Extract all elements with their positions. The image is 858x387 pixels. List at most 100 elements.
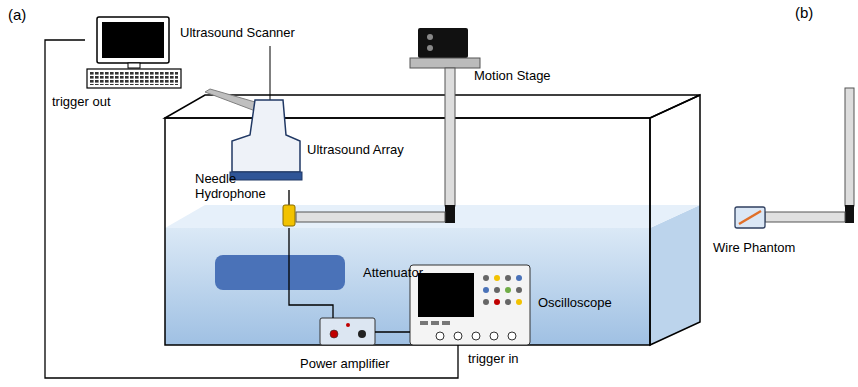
attenuator [215, 255, 345, 290]
oscilloscope-part [516, 287, 522, 293]
oscilloscope-part [472, 332, 480, 340]
equipment-label: Attenuator [363, 265, 423, 280]
signal-cable [289, 228, 333, 318]
oscilloscope-part [436, 332, 444, 340]
power-amplifier-part [320, 318, 375, 345]
panel-letter: (b) [795, 4, 813, 21]
signal-cable [375, 331, 410, 332]
power-amplifier [320, 318, 375, 345]
motion-stage-part [410, 58, 480, 68]
signal-cable [45, 40, 458, 378]
label-slot: trigger out [52, 93, 111, 110]
oscilloscope-part [505, 299, 511, 305]
attenuator-part [215, 255, 345, 290]
equipment-label: Wire Phantom [713, 240, 795, 255]
equipment-node: Motion Stage [410, 28, 480, 70]
ultrasound-probe-part [232, 100, 300, 172]
scanner-monitor-part [102, 22, 164, 58]
label-slot: Attenuator [363, 265, 423, 280]
wire-phantom-part [739, 211, 761, 224]
equipment-node: Ultrasound Scanner [85, 15, 185, 90]
ultrasound-probe-part [230, 172, 302, 180]
equipment-label: Oscilloscope [538, 295, 612, 310]
motion-stage-part [296, 212, 445, 222]
oscilloscope-part [410, 265, 530, 345]
power-amplifier-part [346, 323, 350, 327]
panel-letter: (a) [8, 6, 26, 23]
oscilloscope-part [483, 287, 489, 293]
water-tank [165, 95, 700, 345]
motion-stage-part [427, 45, 433, 51]
oscilloscope-part [494, 287, 500, 293]
oscilloscope-part [508, 332, 516, 340]
oscilloscope-part [516, 275, 522, 281]
label-slot: trigger in [468, 350, 519, 367]
oscilloscope-part [483, 275, 489, 281]
label-slot: Wire Phantom [713, 240, 795, 255]
oscilloscope-part [494, 299, 500, 305]
label-slot: (b) [795, 4, 813, 21]
motion-stage-part [418, 28, 468, 58]
equipment-label: Needle Hydrophone [195, 171, 275, 201]
port-label: trigger in [468, 350, 519, 367]
scanner-keyboard-part [87, 69, 181, 88]
oscilloscope-part [420, 321, 428, 325]
oscilloscope-part [483, 299, 489, 305]
label-slot: Needle Hydrophone [195, 171, 275, 201]
scanner-monitor [97, 17, 169, 68]
equipment-label: Ultrasound Array [307, 142, 404, 157]
equipment-node: Ultrasound Array [228, 100, 304, 182]
power-amplifier-part [330, 330, 338, 338]
label-slot: (a) [8, 6, 26, 23]
equipment-node: Needle Hydrophone [281, 188, 297, 228]
oscilloscope [410, 265, 530, 345]
oscilloscope-part [505, 275, 511, 281]
label-slot: Ultrasound Scanner [180, 25, 295, 40]
wire-phantom-part [765, 212, 845, 222]
label-slot: Oscilloscope [538, 295, 612, 310]
oscilloscope-part [454, 332, 462, 340]
wire-phantom-part [845, 88, 854, 206]
oscilloscope-part [494, 275, 500, 281]
equipment-label: Power amplifier [300, 356, 390, 371]
ultrasound-probe-part [270, 46, 271, 100]
wire-phantom-part [735, 207, 765, 228]
equipment-label: Ultrasound Scanner [180, 25, 295, 40]
motion-stage-part [445, 68, 455, 206]
equipment-node: Wire Phantom [735, 207, 765, 228]
water-tank-part [650, 205, 700, 345]
water-tank-part [650, 95, 700, 345]
water-tank-part [165, 228, 650, 345]
needle-hydrophone-part [283, 205, 295, 226]
equipment-node: Oscilloscope [410, 265, 530, 345]
oscilloscope-part [490, 332, 498, 340]
equipment-node: Attenuator [215, 255, 345, 290]
scanner-monitor-part [97, 17, 169, 63]
oscilloscope-part [516, 299, 522, 305]
needle-hydrophone [283, 190, 295, 226]
oscilloscope-part [431, 321, 439, 325]
oscilloscope-part [442, 321, 450, 325]
needle-hydrophone-part [288, 190, 290, 206]
power-amplifier-part [358, 330, 366, 338]
equipment-label: Motion Stage [474, 68, 551, 83]
scanner-monitor-part [128, 63, 140, 68]
motion-stage [296, 28, 480, 223]
label-slot: Power amplifier [300, 356, 390, 371]
port-label: trigger out [52, 93, 111, 110]
ultrasound-probe [205, 46, 302, 180]
oscilloscope-part [418, 273, 474, 317]
oscilloscope-part [505, 287, 511, 293]
label-slot: Motion Stage [474, 68, 551, 83]
equipment-node: Power amplifier [320, 318, 375, 345]
motion-stage-part [445, 205, 455, 223]
wire-phantom [735, 88, 854, 228]
wire-phantom-part [845, 205, 854, 223]
motion-stage-part [427, 34, 433, 40]
scanner-keyboard [87, 69, 181, 88]
label-slot: Ultrasound Array [307, 142, 404, 157]
